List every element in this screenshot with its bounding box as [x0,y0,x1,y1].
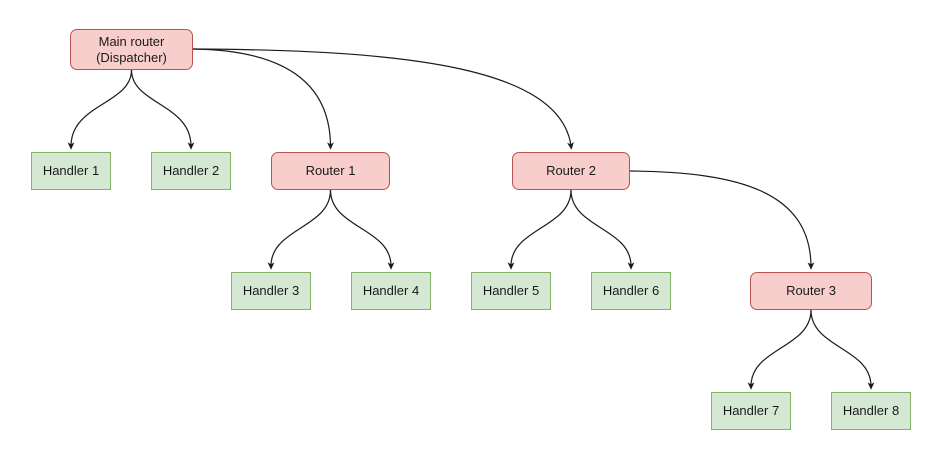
node-label-main-router: Main router (Dispatcher) [96,33,167,65]
node-router-1[interactable]: Router 1 [271,152,390,190]
node-handler-2[interactable]: Handler 2 [151,152,231,190]
node-label-handler-2: Handler 2 [162,163,220,178]
node-label-handler-7: Handler 7 [722,403,780,418]
edge-router-2-to-handler-6 [570,189,635,270]
node-router-2[interactable]: Router 2 [512,152,630,190]
edge-main-to-handler-1 [67,69,133,150]
edge-router-2-to-router-3 [629,170,815,270]
node-handler-8[interactable]: Handler 8 [831,392,911,430]
node-main-router[interactable]: Main router (Dispatcher) [70,29,193,70]
edge-main-to-router-1 [192,48,334,150]
node-label-handler-6: Handler 6 [602,283,660,298]
node-handler-4[interactable]: Handler 4 [351,272,431,310]
node-label-handler-3: Handler 3 [242,283,300,298]
node-handler-3[interactable]: Handler 3 [231,272,311,310]
edge-router-1-to-handler-4 [329,189,395,270]
node-label-router-2: Router 2 [546,163,596,178]
edge-router-3-to-handler-8 [810,309,875,390]
node-label-router-1: Router 1 [305,163,356,178]
edge-router-2-to-handler-5 [507,189,572,270]
edge-router-1-to-handler-3 [267,189,332,270]
node-handler-6[interactable]: Handler 6 [591,272,671,310]
node-label-handler-8: Handler 8 [842,403,900,418]
edge-router-3-to-handler-7 [747,309,812,390]
node-label-handler-4: Handler 4 [362,283,420,298]
edge-main-to-handler-2 [130,69,195,150]
node-handler-7[interactable]: Handler 7 [711,392,791,430]
node-router-3[interactable]: Router 3 [750,272,872,310]
edge-main-to-router-2 [192,48,574,150]
node-label-handler-1: Handler 1 [42,163,100,178]
node-handler-5[interactable]: Handler 5 [471,272,551,310]
node-handler-1[interactable]: Handler 1 [31,152,111,190]
node-label-router-3: Router 3 [786,283,836,298]
node-label-handler-5: Handler 5 [482,283,540,298]
edges-group [67,48,875,390]
